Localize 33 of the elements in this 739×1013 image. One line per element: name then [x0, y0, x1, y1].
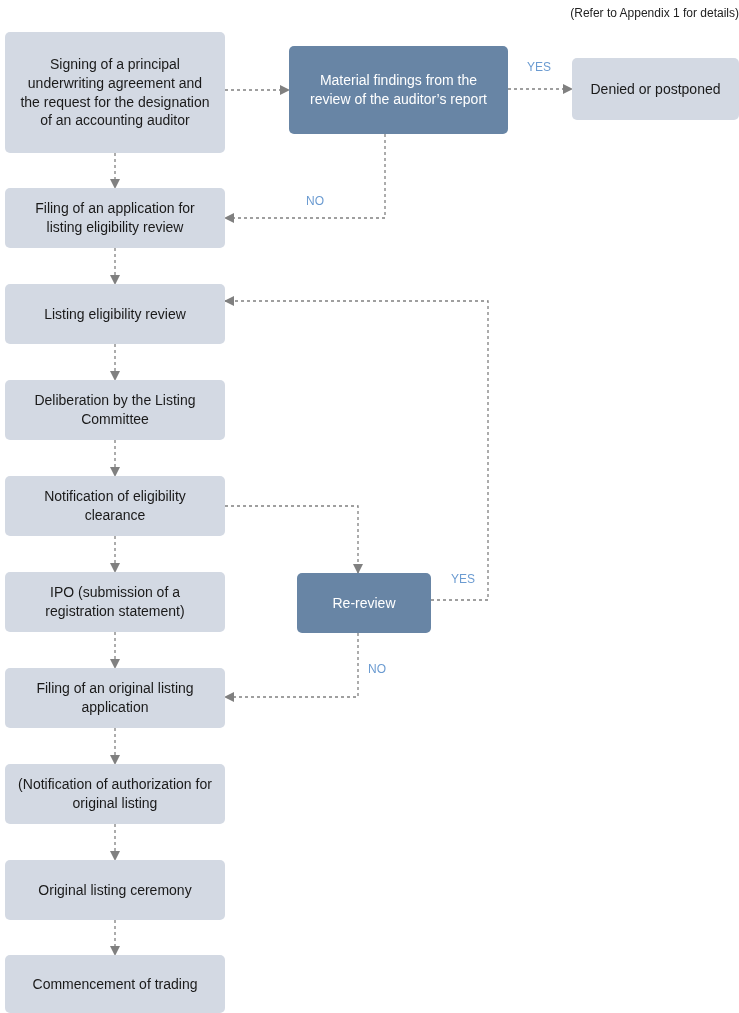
decision-box: Re-review: [297, 573, 431, 633]
dashed-arrow: [224, 505, 363, 574]
edge-label: NO: [368, 663, 386, 675]
dashed-arrow: [110, 823, 120, 861]
process-box: Deliberation by the Listing Committee: [5, 380, 225, 440]
process-box: Commencement of trading: [5, 955, 225, 1013]
process-box: (Notification of authorization for original listing: [5, 764, 225, 824]
dashed-arrow: [224, 632, 359, 702]
dashed-arrow: [110, 152, 120, 189]
dashed-arrow: [110, 247, 120, 285]
note-text: (Refer to Appendix 1 for details): [570, 5, 739, 22]
dashed-arrow: [110, 439, 120, 477]
dashed-arrow: [110, 631, 120, 669]
process-box: Signing of a principal underwriting agreement and the request for the designation of an accounting auditor: [5, 32, 225, 153]
dashed-arrow: [110, 343, 120, 381]
process-box: Filing of an application for listing eligibility review: [5, 188, 225, 248]
dashed-arrow: [110, 535, 120, 573]
edge-label: YES: [527, 61, 551, 73]
dashed-arrow: [110, 919, 120, 956]
process-box: Original listing ceremony: [5, 860, 225, 920]
dashed-arrow: [110, 727, 120, 765]
edge-label: YES: [451, 573, 475, 585]
process-box: Notification of eligibility clearance: [5, 476, 225, 536]
process-box: Denied or postponed: [572, 58, 739, 120]
dashed-arrow: [224, 296, 489, 601]
process-box: Filing of an original listing application: [5, 668, 225, 728]
decision-box: Material findings from the review of the auditor’s report: [289, 46, 508, 134]
process-box: Listing eligibility review: [5, 284, 225, 344]
dashed-arrow: [224, 85, 290, 95]
dashed-arrow: [224, 133, 386, 223]
edge-label: NO: [306, 195, 324, 207]
process-box: IPO (submission of a registration statement): [5, 572, 225, 632]
dashed-arrow: [507, 84, 573, 94]
